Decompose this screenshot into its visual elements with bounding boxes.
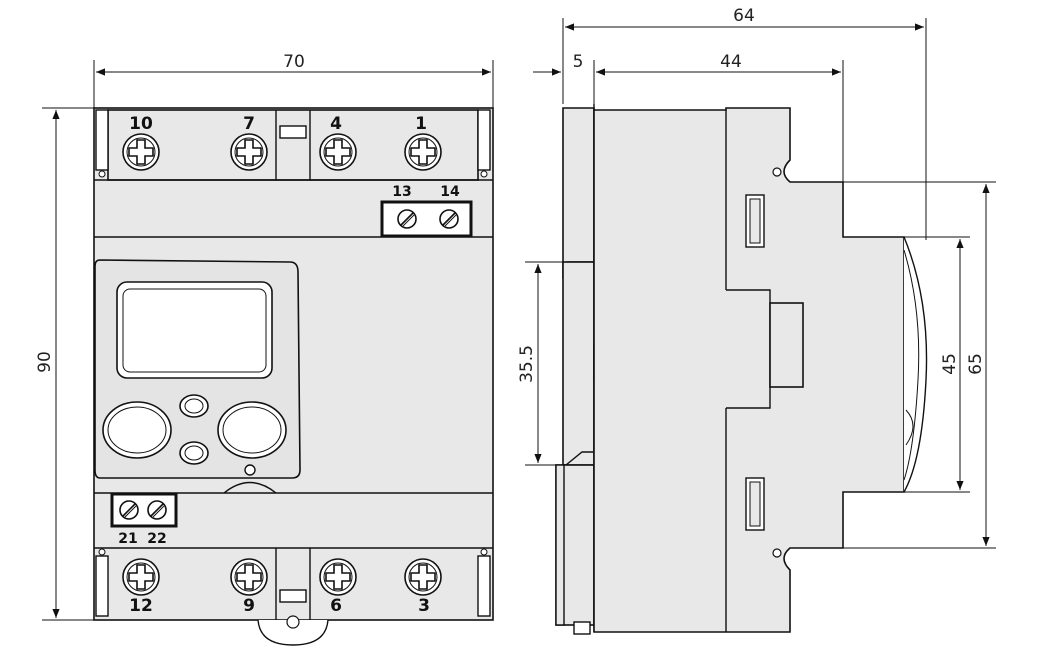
screw-icon <box>122 558 160 596</box>
screw-icon <box>319 133 357 171</box>
terminal-label: 3 <box>418 596 430 616</box>
screw-icon <box>397 209 417 229</box>
dimension-rail-height: 45 <box>904 236 970 493</box>
screw-icon <box>122 133 160 171</box>
screw-icon <box>230 133 268 171</box>
screw-icon <box>404 133 442 171</box>
terminal-label: 21 <box>118 531 137 547</box>
terminal-label: 12 <box>129 596 153 616</box>
down-button-icon <box>179 441 209 465</box>
terminal-label: 10 <box>129 114 153 134</box>
terminal-label: 4 <box>330 114 342 134</box>
screw-icon <box>439 209 459 229</box>
dimension-front-offset: 5 44 <box>533 52 844 182</box>
screw-icon <box>147 500 167 520</box>
front-height-label: 35.5 <box>517 345 537 383</box>
din-rail-clip <box>903 236 928 493</box>
up-button-icon <box>179 394 209 418</box>
body-height-label: 65 <box>966 353 986 375</box>
terminal-label: 14 <box>440 184 460 200</box>
screw-icon <box>404 558 442 596</box>
side-view: 64 5 44 <box>517 6 996 635</box>
screw-icon <box>319 558 357 596</box>
terminal-label: 13 <box>392 184 411 200</box>
width-label: 70 <box>283 52 305 72</box>
right-button-icon <box>217 401 287 459</box>
terminal-label: 6 <box>330 596 342 616</box>
main-body-side <box>593 107 905 633</box>
terminal-label: 1 <box>415 114 427 134</box>
screw-icon <box>230 558 268 596</box>
front-offset-label: 5 <box>573 52 584 72</box>
dimension-height: 90 <box>35 107 94 621</box>
rail-height-label: 45 <box>940 353 960 375</box>
dimension-front-height: 35.5 <box>517 261 566 466</box>
terminal-label: 22 <box>147 531 166 547</box>
terminal-label: 7 <box>243 114 255 134</box>
dimension-overall-depth: 64 <box>562 6 927 240</box>
front-view: 70 90 10 7 4 1 13 <box>35 52 494 646</box>
rear-boss <box>769 302 804 388</box>
height-label: 90 <box>35 351 55 373</box>
body-depth-label: 44 <box>720 52 742 72</box>
screw-icon <box>119 500 139 520</box>
din-clip <box>257 619 329 646</box>
terminal-label: 9 <box>243 596 255 616</box>
front-cover-side <box>562 107 595 279</box>
overall-depth-label: 64 <box>733 6 755 26</box>
left-button-icon <box>102 401 172 459</box>
dimension-width: 70 <box>93 52 494 108</box>
dimension-body-height: 65 <box>843 181 996 549</box>
